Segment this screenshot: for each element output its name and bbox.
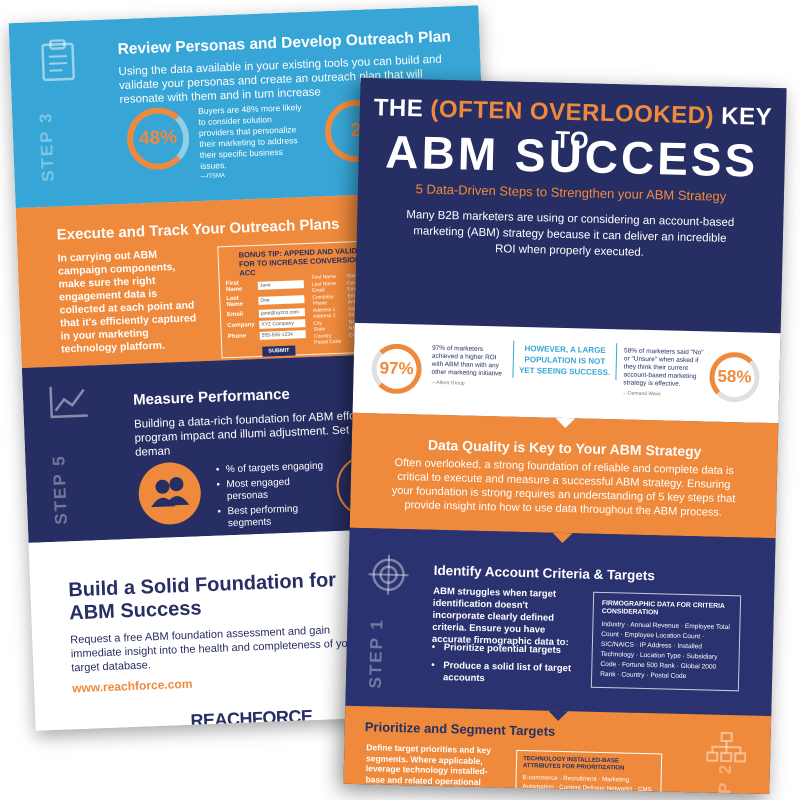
hero-section: THE (OFTEN OVERLOOKED) KEY TO ABM SUCCES… xyxy=(354,77,787,334)
step5-label: STEP 5 xyxy=(49,454,71,525)
cta-body: Request a free ABM foundation assessment… xyxy=(70,624,358,675)
people-icon xyxy=(151,477,190,508)
stat-48-ring: 48% xyxy=(125,106,191,171)
form-row: Email jane@xyzco.com xyxy=(226,308,306,319)
step2-section: Prioritize and Segment Targets Define ta… xyxy=(343,705,772,795)
data-quality-body: Often overlooked, a strong foundation of… xyxy=(391,456,736,519)
step4-body: In carrying out ABM campaign components,… xyxy=(57,248,197,356)
list-item: Produce a solid list of target accounts xyxy=(431,660,587,688)
intro-text: Many B2B marketers are using or consider… xyxy=(406,209,735,259)
step3-label: STEP 3 xyxy=(36,111,58,183)
front-infographic-page: THE (OFTEN OVERLOOKED) KEY TO ABM SUCCES… xyxy=(343,77,787,795)
form-field-label: Company xyxy=(227,322,255,330)
website-link[interactable]: www.reachforce.com xyxy=(71,676,193,696)
form-field-input[interactable]: jane@xyzco.com xyxy=(258,308,306,318)
cta-title: Build a Solid Foundation for ABM Success xyxy=(67,569,337,625)
form-field-label: First Name xyxy=(225,280,243,294)
step1-section: STEP 1 Identify Account Criteria & Targe… xyxy=(345,527,776,717)
reachforce-logo: REACHFORCE xyxy=(190,706,313,731)
stat-58-ring: 58% xyxy=(708,351,761,403)
step2-body: Define target priorities and key segment… xyxy=(365,742,504,795)
technology-attributes-box: TECHNOLOGY INSTALLED-BASE ATTRIBUTES FOR… xyxy=(514,749,663,795)
people-icon-circle xyxy=(137,461,202,526)
stat-97-text: 97% of marketers achieved a higher ROI w… xyxy=(431,344,503,387)
stat-58-value: 58% xyxy=(717,366,752,387)
firmographic-box-body: Industry · Annual Revenue · Employee Tot… xyxy=(600,620,730,681)
step1-bullets: Prioritize potential targetsProduce a so… xyxy=(431,642,587,694)
step3-section: STEP 3 Review Personas and Develop Outre… xyxy=(8,5,486,209)
however-callout: HOWEVER, A LARGE POPULATION IS NOT YET S… xyxy=(512,340,618,381)
form-field-label: Email xyxy=(226,311,244,319)
stat-48-value: 48% xyxy=(138,126,178,150)
step1-label: STEP 1 xyxy=(365,617,387,689)
chart-line-icon xyxy=(49,386,88,419)
stat-97-value: 97% xyxy=(379,358,414,379)
list-item: Prioritize potential targets xyxy=(432,642,587,658)
org-chart-icon xyxy=(706,731,747,763)
list-item: % of targets engaging xyxy=(216,460,326,476)
form-row: Phone 555-555-1234 xyxy=(228,330,306,341)
appended-field: Postal Code xyxy=(313,338,342,346)
stat-48-text: Buyers are 48% more likely to consider s… xyxy=(197,102,302,181)
stats-band: 97% 97% of marketers achieved a higher R… xyxy=(352,322,781,424)
firmographic-data-box: FIRMOGRAPHIC DATA FOR CRITERIA CONSIDERA… xyxy=(590,591,742,692)
firmographic-box-title: FIRMOGRAPHIC DATA FOR CRITERIA CONSIDERA… xyxy=(601,599,725,617)
step1-body: ABM struggles when target identification… xyxy=(431,585,569,649)
stat-58-text: 58% of marketers said "No" or "Unsure" w… xyxy=(622,347,704,398)
form-field-label: Phone xyxy=(227,333,247,341)
step5-metrics-list: % of targets engagingMost engaged person… xyxy=(216,460,329,533)
form-field-input[interactable]: Jane xyxy=(257,280,304,290)
form-row: First Name Jane xyxy=(226,278,304,293)
step2-label: STEP 2 xyxy=(714,763,736,795)
form-field-input[interactable]: 555-555-1234 xyxy=(259,330,306,340)
list-item: Best performing segments xyxy=(217,502,328,530)
form-row: Last Name Doe xyxy=(226,293,305,309)
list-item: Most engaged personas xyxy=(216,475,327,503)
step1-title: Identify Account Criteria & Targets xyxy=(433,562,656,584)
form-field-input[interactable]: Doe xyxy=(258,295,305,305)
main-title-line2: ABM SUCCESS xyxy=(384,125,759,187)
section-notch xyxy=(552,532,573,544)
step4-heading: Execute and Track Your Outreach Plans xyxy=(56,215,340,244)
step5-heading: Measure Performance xyxy=(132,385,291,409)
section-notch xyxy=(555,417,576,429)
target-icon xyxy=(368,554,409,595)
data-quality-section: Data Quality is Key to Your ABM Strategy… xyxy=(349,412,779,539)
submit-button[interactable]: SUBMIT xyxy=(262,345,296,357)
form-field-input[interactable]: XYZ Company xyxy=(259,319,306,329)
step2-title: Prioritize and Segment Targets xyxy=(364,719,556,739)
technology-box-body: E-commerce · Recruitment · Marketing Aut… xyxy=(522,774,652,794)
form-row: Company XYZ Company xyxy=(227,319,306,330)
stat-97-ring: 97% xyxy=(370,343,423,395)
clipboard-icon xyxy=(41,38,75,82)
section-notch xyxy=(548,710,569,722)
form-field-label: Last Name xyxy=(226,295,244,309)
technology-box-title: TECHNOLOGY INSTALLED-BASE ATTRIBUTES FOR… xyxy=(522,756,625,772)
